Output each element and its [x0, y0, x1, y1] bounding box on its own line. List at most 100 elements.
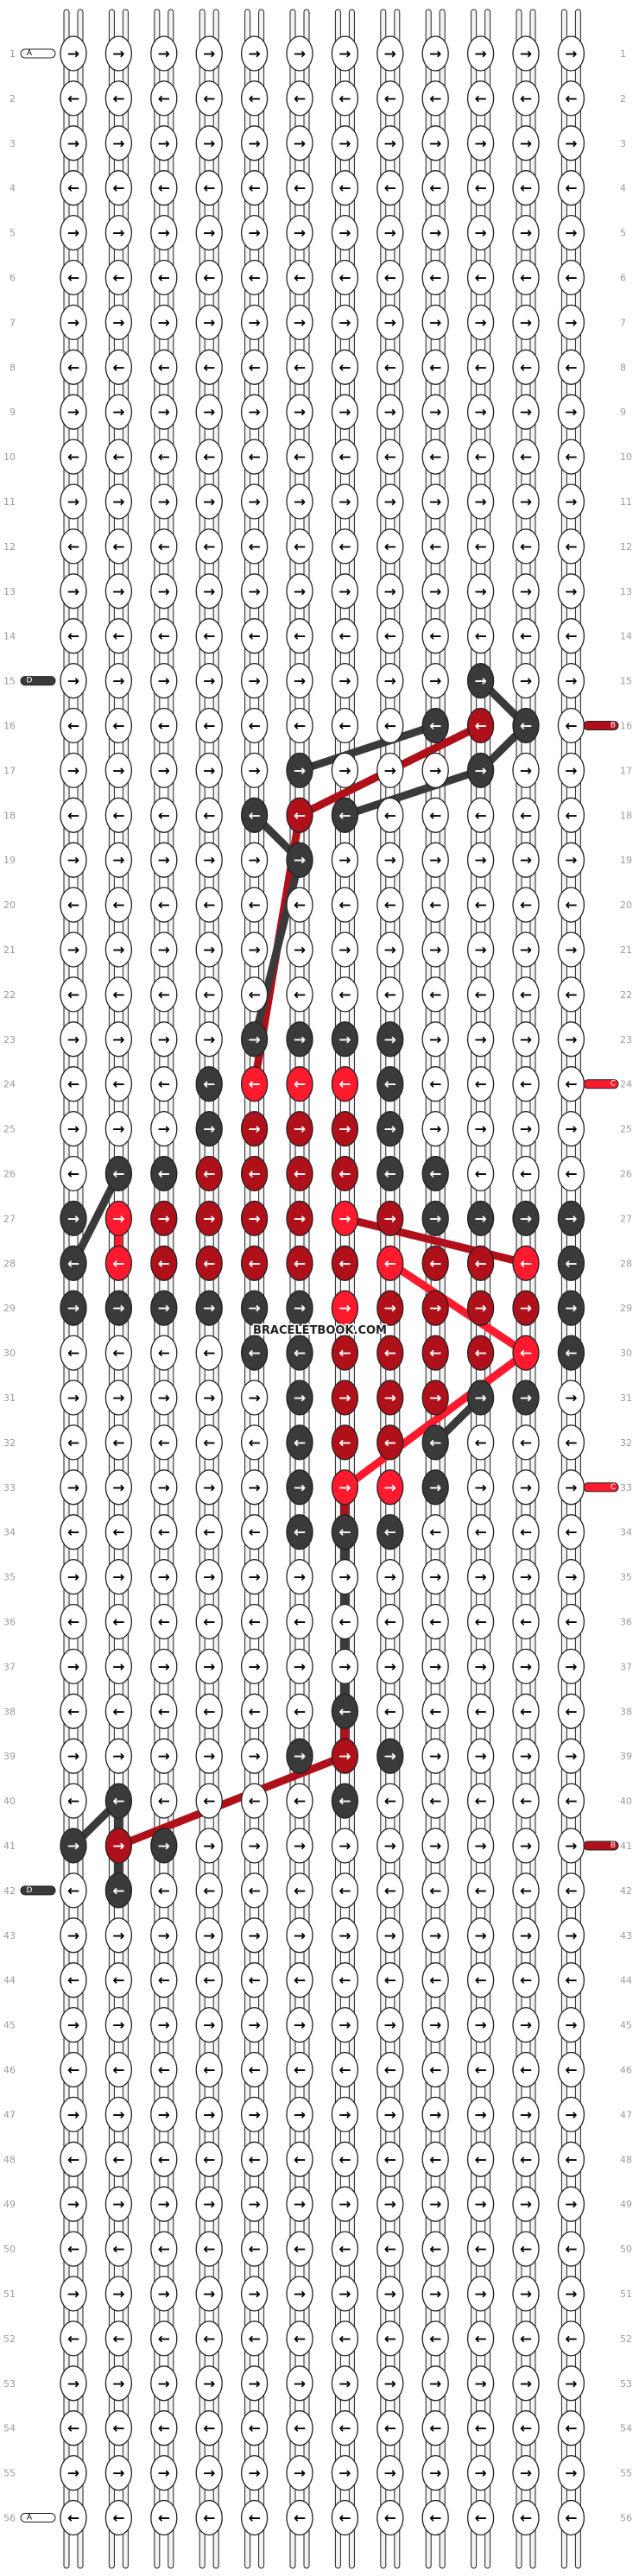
knot: → [557, 2006, 585, 2043]
arrow-right-icon: → [338, 494, 351, 511]
knot: ← [331, 707, 359, 744]
knot-shape [512, 2096, 540, 2133]
knot: ← [376, 1693, 404, 1729]
knot-shape [421, 2499, 449, 2536]
arrow-right-icon: → [67, 1300, 79, 1317]
arrow-right-icon: → [338, 2466, 351, 2483]
arrow-right-icon: → [565, 2017, 577, 2035]
knot-shape [376, 1872, 404, 1909]
knot: → [240, 1469, 269, 1506]
knot-shape [421, 2141, 449, 2177]
arrow-right-icon: → [338, 46, 351, 63]
knot: → [557, 1828, 585, 1864]
knot: ← [466, 707, 495, 744]
knot-shape [557, 2186, 585, 2222]
arrow-right-icon: → [67, 1480, 79, 1497]
arrow-right-icon: → [384, 762, 396, 780]
knot: ← [240, 618, 269, 654]
knot: ← [331, 2141, 359, 2177]
knot: ← [557, 170, 585, 206]
knot-shape [512, 1290, 540, 1326]
knot: ← [104, 2410, 133, 2447]
knot: ← [60, 2499, 87, 2536]
string-flag-c: C [583, 1079, 619, 1089]
knot: → [376, 1738, 404, 1774]
knot-shape [286, 1738, 313, 1774]
knot-shape [240, 931, 269, 968]
knot-shape [150, 259, 178, 296]
arrow-right-icon: → [565, 314, 577, 331]
arrow-right-icon: → [248, 136, 260, 153]
knot-shape [286, 662, 313, 699]
knot-shape [195, 483, 223, 520]
arrow-right-icon: → [474, 1390, 486, 1407]
knot-shape [557, 528, 585, 565]
knot: → [421, 1828, 449, 1864]
arrow-left-icon: ← [158, 449, 170, 466]
knot-shape [286, 439, 313, 475]
knot: ← [376, 2141, 404, 2177]
knot-shape [557, 618, 585, 654]
arrow-left-icon: ← [474, 1793, 486, 1810]
knot-shape [331, 2499, 359, 2536]
knot: → [376, 1021, 404, 1058]
knot-shape [331, 2276, 359, 2312]
knot: ← [512, 707, 540, 744]
arrow-right-icon: → [158, 2017, 170, 2035]
arrow-left-icon: ← [474, 1255, 486, 1272]
arrow-right-icon: → [112, 225, 124, 243]
knot: ← [195, 1335, 223, 1371]
knot: → [466, 1200, 495, 1237]
arrow-right-icon: → [248, 225, 260, 243]
knot: ← [240, 1962, 269, 1998]
knot-shape [195, 2231, 223, 2267]
row-number-right: 28 [620, 1258, 632, 1269]
arrow-left-icon: ← [429, 1883, 441, 1900]
knot: ← [150, 1335, 178, 1371]
arrow-right-icon: → [67, 1390, 79, 1407]
arrow-left-icon: ← [338, 1435, 351, 1452]
row-number-right: 41 [620, 1840, 632, 1852]
knot-shape [150, 1110, 178, 1147]
knot-shape [286, 1290, 313, 1326]
string-flag-bar [20, 1885, 56, 1896]
arrow-right-icon: → [474, 225, 486, 243]
knot-shape [60, 2006, 87, 2043]
arrow-left-icon: ← [565, 2151, 577, 2169]
knot: → [331, 35, 359, 72]
arrow-right-icon: → [384, 1210, 396, 1228]
knot-shape [240, 349, 269, 385]
arrow-left-icon: ← [338, 2062, 351, 2080]
knot: ← [331, 1245, 359, 1281]
knot: → [150, 214, 178, 251]
knot: ← [286, 976, 313, 1013]
arrow-right-icon: → [474, 942, 486, 959]
arrow-left-icon: ← [294, 1345, 306, 1362]
knot: ← [512, 1335, 540, 1371]
arrow-left-icon: ← [248, 539, 260, 556]
knot: ← [331, 1603, 359, 1640]
row-number-right: 7 [620, 317, 626, 328]
arrow-right-icon: → [565, 1390, 577, 1407]
arrow-right-icon: → [203, 2286, 215, 2303]
knot: ← [331, 1335, 359, 1371]
knot: ← [195, 887, 223, 923]
arrow-right-icon: → [67, 46, 79, 63]
knot-shape [331, 976, 359, 1013]
knot: ← [286, 1962, 313, 1998]
row-number-right: 8 [620, 362, 626, 373]
knot-shape [331, 80, 359, 117]
knot-shape [376, 1693, 404, 1729]
arrow-left-icon: ← [112, 987, 124, 1004]
knot: ← [421, 1783, 449, 1819]
knot: ← [286, 170, 313, 206]
arrow-left-icon: ← [158, 359, 170, 376]
arrow-right-icon: → [520, 2286, 532, 2303]
knot-shape [104, 1335, 133, 1371]
knot: → [512, 842, 540, 878]
row-number-left: 54 [3, 2423, 16, 2434]
knot: → [150, 842, 178, 878]
knot-shape [60, 1469, 87, 1506]
knot: → [331, 1828, 359, 1864]
arrow-right-icon: → [338, 1928, 351, 1945]
